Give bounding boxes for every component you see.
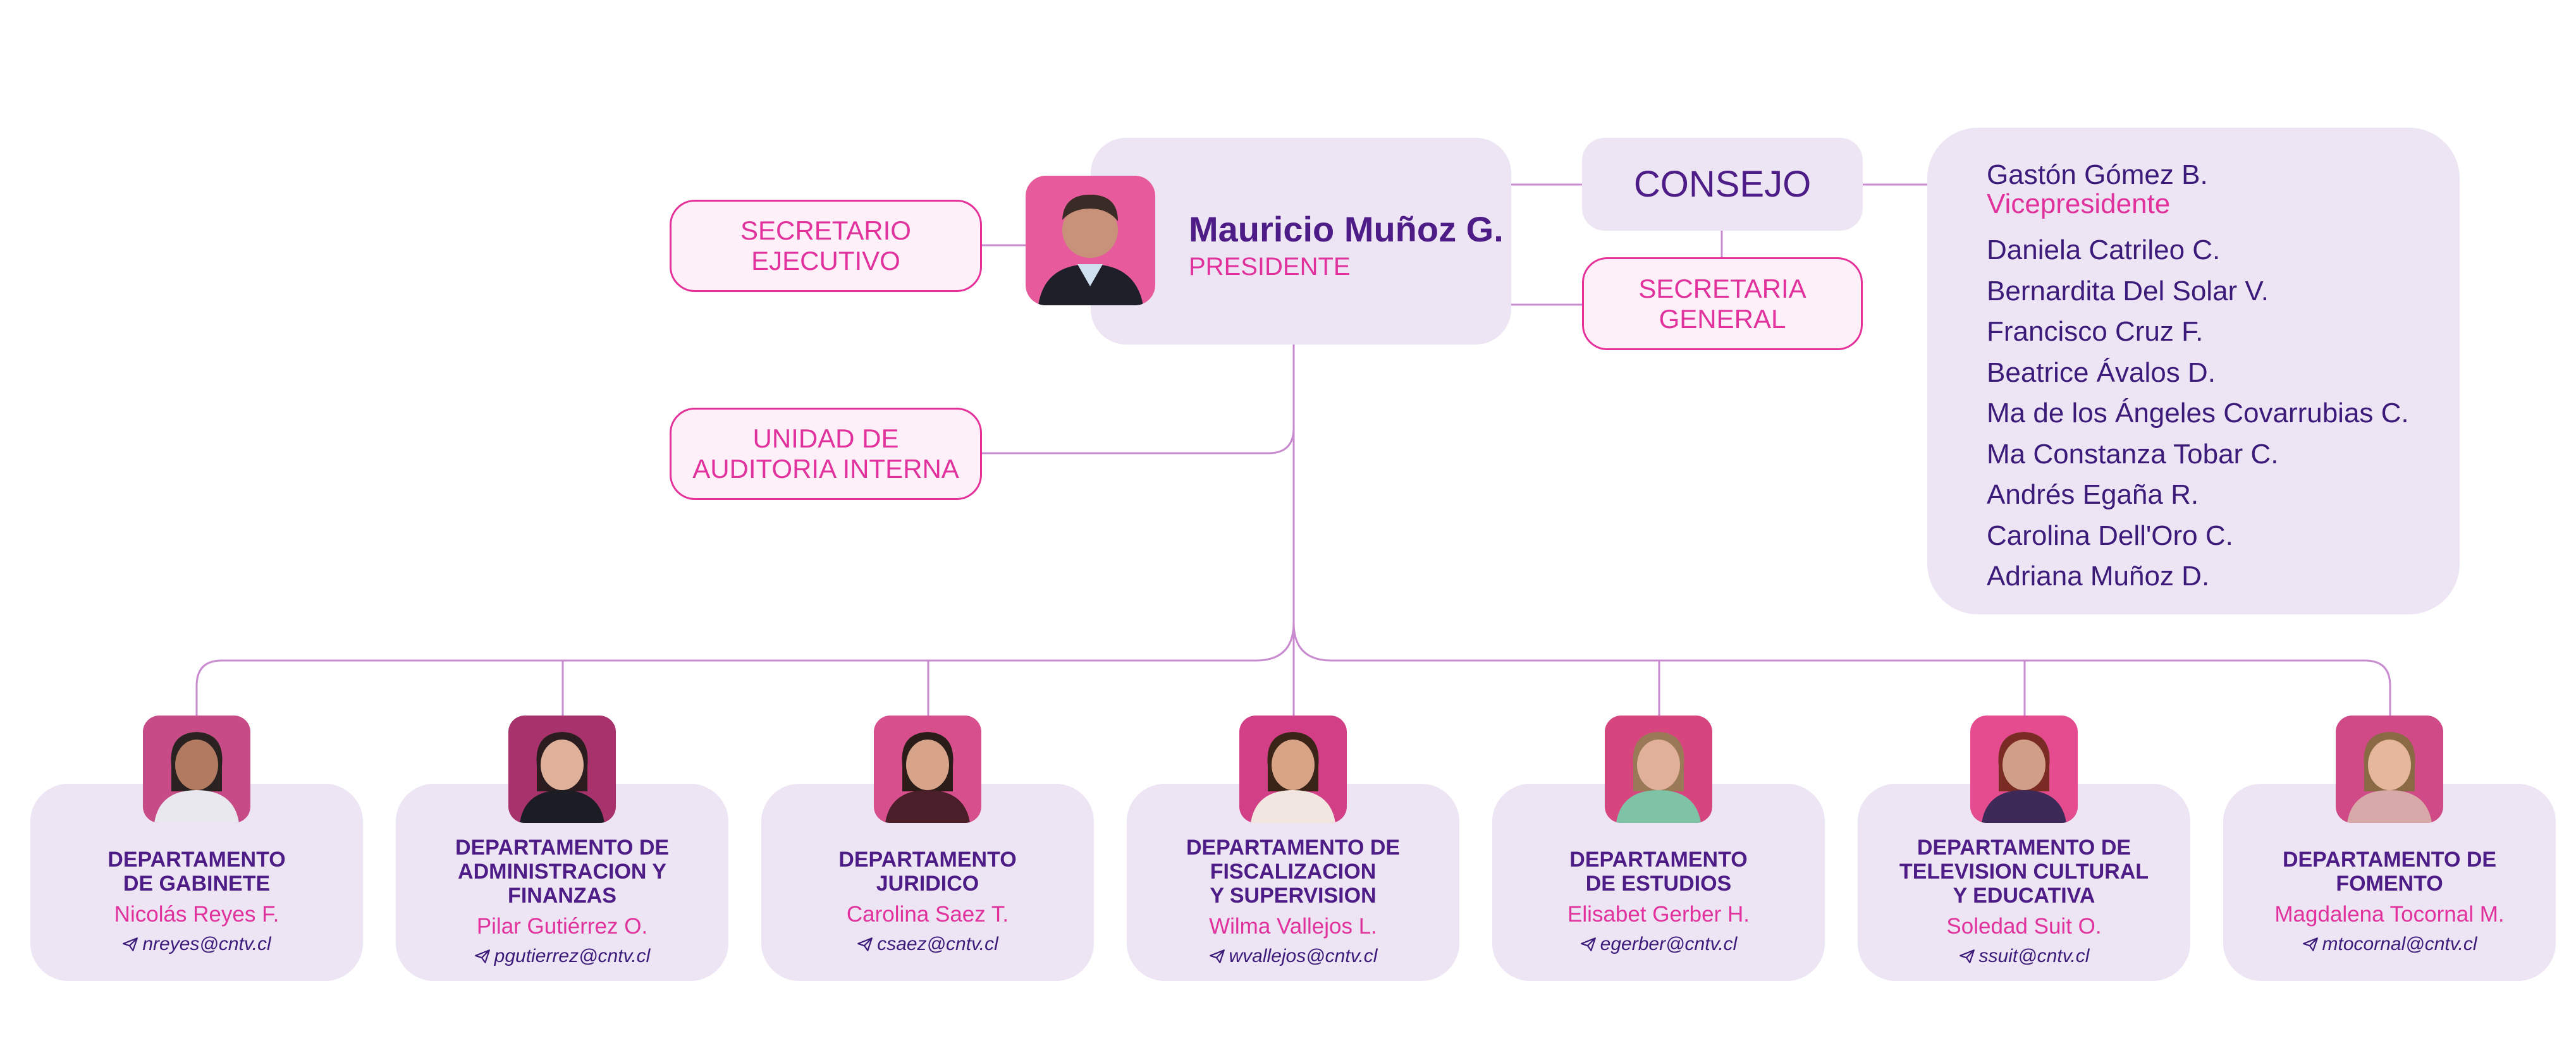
department-email[interactable]: csaez@cntv.cl [857, 934, 998, 955]
department-email[interactable]: mtocornal@cntv.cl [2302, 934, 2477, 955]
send-icon [1209, 949, 1225, 963]
send-icon [123, 937, 138, 951]
email-text[interactable]: ssuit@cntv.cl [1978, 946, 2090, 966]
send-icon [2302, 937, 2318, 951]
department-head: Wilma Vallejos L. [1209, 914, 1377, 939]
department-card: DEPARTAMENTO DE GABINETE Nicolás Reyes F… [30, 784, 363, 981]
department-head: Pilar Gutiérrez O. [476, 914, 648, 939]
president-photo [1026, 176, 1155, 305]
department-head: Soledad Suit O. [1946, 914, 2102, 939]
department-title: DEPARTAMENTO DE ADMINISTRACION Y FINANZA… [455, 836, 670, 908]
council-member: Beatrice Ávalos D. [1987, 356, 2216, 388]
email-text[interactable]: mtocornal@cntv.cl [2322, 934, 2477, 954]
council-member: Adriana Muñoz D. [1987, 561, 2210, 592]
department-head-photo [508, 716, 616, 823]
vicepresident-role: Vicepresidente [1987, 188, 2171, 219]
secretaria-general-box: SECRETARIA GENERAL [1582, 257, 1863, 350]
council-member: Carolina Dell'Oro C. [1987, 520, 2233, 551]
send-icon [1959, 949, 1975, 963]
department-head-photo [1239, 716, 1347, 823]
council-member: Bernardita Del Solar V. [1987, 275, 2269, 307]
department-head-photo [1605, 716, 1712, 823]
department-email[interactable]: nreyes@cntv.cl [122, 934, 271, 955]
council-member: Ma Constanza Tobar C. [1987, 438, 2279, 470]
secretario-ejecutivo-box: SECRETARIO EJECUTIVO [670, 200, 982, 292]
council-member: Francisco Cruz F. [1987, 316, 2204, 347]
email-text[interactable]: wvallejos@cntv.cl [1229, 946, 1378, 966]
council-card: Gastón Gómez B. Vicepresidente Daniela C… [1927, 128, 2460, 614]
council-member: Andrés Egaña R. [1987, 479, 2199, 510]
department-head-photo [143, 716, 250, 823]
department-head-photo [2336, 716, 2443, 823]
department-title: DEPARTAMENTO DE TELEVISION CULTURAL Y ED… [1899, 836, 2149, 908]
department-card: DEPARTAMENTO DE ESTUDIOS Elisabet Gerber… [1492, 784, 1825, 981]
department-email[interactable]: wvallejos@cntv.cl [1209, 946, 1378, 967]
consejo-box: CONSEJO [1582, 138, 1863, 231]
president-card: Mauricio Muñoz G. PRESIDENTE [1091, 138, 1511, 344]
council-list: Gastón Gómez B. Vicepresidente Daniela C… [1987, 161, 2409, 597]
department-email[interactable]: egerber@cntv.cl [1580, 934, 1738, 955]
send-icon [1580, 937, 1596, 951]
department-title: DEPARTAMENTO DE FOMENTO [2282, 848, 2497, 896]
council-member: Ma de los Ángeles Covarrubias C. [1987, 398, 2409, 429]
department-card: DEPARTAMENTO DE TELEVISION CULTURAL Y ED… [1858, 784, 2190, 981]
department-title: DEPARTAMENTO JURIDICO [838, 848, 1017, 896]
president-role: PRESIDENTE [1189, 253, 1351, 281]
email-text[interactable]: csaez@cntv.cl [877, 934, 998, 954]
send-icon [857, 937, 873, 951]
department-head-photo [874, 716, 981, 823]
email-text[interactable]: egerber@cntv.cl [1600, 934, 1738, 954]
email-text[interactable]: pgutierrez@cntv.cl [494, 946, 651, 966]
department-head-photo [1970, 716, 2078, 823]
council-member: Daniela Catrileo C. [1987, 235, 2221, 265]
department-email[interactable]: ssuit@cntv.cl [1959, 946, 2090, 967]
department-head: Magdalena Tocornal M. [2274, 902, 2505, 927]
department-head: Nicolás Reyes F. [114, 902, 279, 927]
email-text[interactable]: nreyes@cntv.cl [142, 934, 271, 954]
department-head: Elisabet Gerber H. [1567, 902, 1750, 927]
vicepresident-name: Gastón Gómez B. [1987, 159, 2208, 190]
department-title: DEPARTAMENTO DE ESTUDIOS [1569, 848, 1748, 896]
send-icon [474, 949, 490, 963]
auditoria-interna-box: UNIDAD DE AUDITORIA INTERNA [670, 408, 982, 500]
department-email[interactable]: pgutierrez@cntv.cl [474, 946, 651, 967]
department-title: DEPARTAMENTO DE FISCALIZACION Y SUPERVIS… [1186, 836, 1401, 908]
president-name: Mauricio Muñoz G. [1189, 209, 1504, 249]
department-title: DEPARTAMENTO DE GABINETE [107, 848, 286, 896]
department-head: Carolina Saez T. [846, 902, 1009, 927]
